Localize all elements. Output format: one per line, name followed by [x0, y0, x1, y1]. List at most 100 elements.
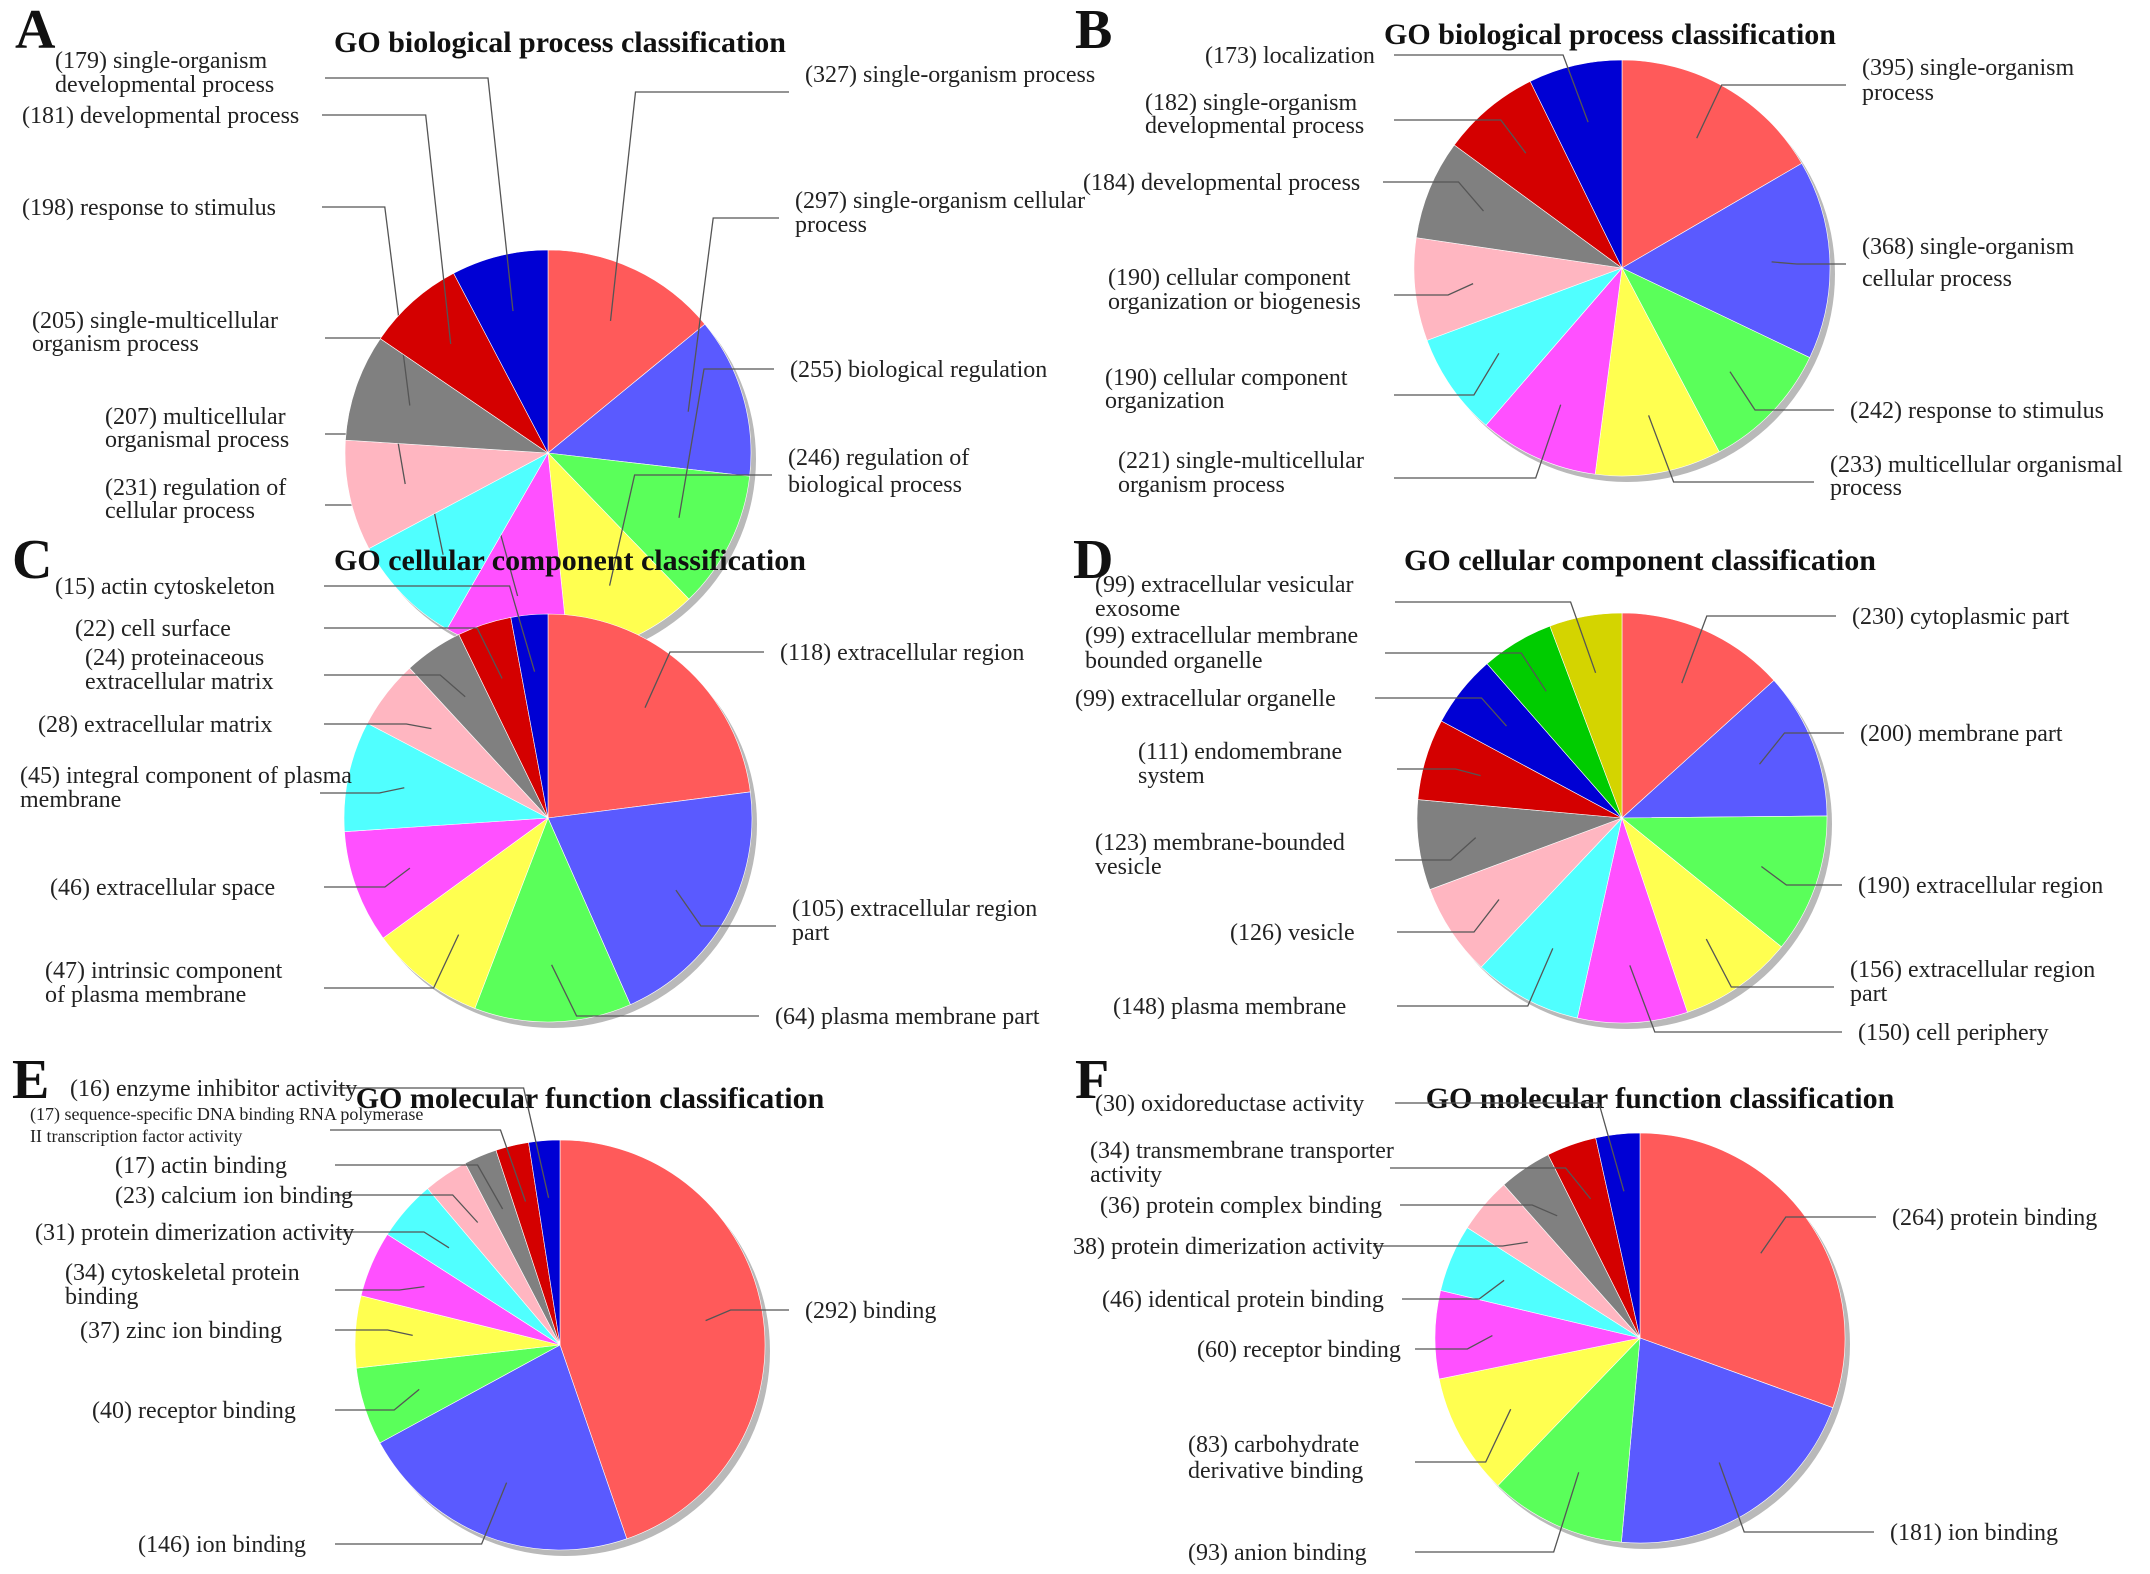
pie-slice [547, 249, 706, 454]
chart-title: GO biological process classification [1384, 18, 1836, 51]
slice-label: (64) plasma membrane part [775, 1004, 1040, 1030]
leader-line [324, 723, 432, 730]
panel-letter: C [12, 529, 52, 591]
slice-label: (16) enzyme inhibitor activity [70, 1076, 357, 1102]
slice-label: (15) actin cytoskeleton [55, 574, 275, 600]
leader-line [1718, 1462, 1874, 1533]
pie-slice [1453, 80, 1623, 269]
leader-line [1390, 1167, 1592, 1200]
leader-line [1397, 768, 1481, 777]
leader-line [608, 474, 772, 586]
pie-slice [547, 791, 753, 1006]
leader-line [1705, 938, 1834, 988]
pie-slice [547, 613, 751, 819]
leader-line [1415, 1335, 1493, 1350]
slice-label: (36) protein complex binding [1100, 1193, 1382, 1219]
leader-line [1758, 732, 1844, 765]
pie-slice [379, 272, 549, 454]
pie-slice [1438, 1337, 1641, 1487]
leader-line [675, 889, 776, 927]
leader-line [1395, 837, 1477, 861]
leader-line [320, 787, 405, 794]
leader-line [324, 585, 536, 672]
slice-label: (292) binding [805, 1298, 936, 1324]
leader-line [1397, 899, 1500, 933]
pie-slice [547, 452, 750, 600]
leader-line [1400, 1204, 1558, 1217]
pie-slice [510, 613, 549, 819]
slice-label: (126) vesicle [1230, 920, 1355, 946]
pie-slice [1595, 1132, 1641, 1339]
slice-label: (173) localization [1205, 43, 1375, 69]
leader-line [324, 934, 460, 989]
slice-label: (40) receptor binding [92, 1398, 296, 1424]
leader-line [1760, 1216, 1876, 1254]
leader-line [324, 867, 411, 888]
pie-slice [1549, 612, 1623, 819]
slice-label: 38) protein dimerization activity [1073, 1234, 1384, 1260]
leader-line [324, 674, 466, 698]
leader-line [644, 651, 764, 708]
slice-label: (230) cytoplasmic part [1852, 604, 2070, 630]
pie-slice [344, 439, 550, 549]
slice-label: (146) ion binding [138, 1532, 306, 1558]
pie-slice [528, 1139, 561, 1346]
leader-line [687, 217, 779, 412]
leader-line [1375, 697, 1507, 727]
slice-label: (118) extracellular region [780, 640, 1024, 666]
pie-slice [1621, 59, 1803, 269]
leader-line [1394, 119, 1527, 154]
slice-label: (181) developmental process [22, 103, 299, 129]
slice-label: (93) anion binding [1188, 1540, 1367, 1566]
chart-title: GO biological process classification [334, 26, 786, 59]
slice-label: (46) extracellular space [50, 875, 275, 901]
pie-slice [1621, 817, 1782, 1013]
pie-slice [1621, 162, 1831, 358]
slice-label: (148) plasma membrane [1113, 994, 1346, 1020]
leader-line [1373, 1241, 1528, 1247]
panel-letter: D [1073, 529, 1113, 591]
leader-line [335, 1482, 508, 1545]
leader-line [1394, 404, 1562, 479]
pie-slice [559, 1139, 766, 1540]
leader-line [1385, 652, 1547, 692]
leader-line [1647, 415, 1814, 483]
leader-line [609, 91, 789, 321]
slice-label: (23) calcium ion binding [115, 1183, 353, 1209]
pie-slice [474, 817, 631, 1023]
leader-line [325, 77, 514, 312]
slice-label: (17) sequence-specific DNA binding RNA p… [30, 1104, 423, 1146]
slice-label: (150) cell periphery [1858, 1020, 2049, 1046]
pie-slice [368, 452, 549, 630]
leader-line [1394, 283, 1474, 296]
leader-line [1629, 965, 1842, 1033]
leader-line [678, 368, 774, 518]
pie-slice [1415, 144, 1623, 269]
slice-label: (31) protein dimerization activity [35, 1220, 354, 1246]
leader-line [1415, 1408, 1512, 1463]
slice-label: (17) actin binding [115, 1153, 287, 1179]
leader-line [1395, 1102, 1625, 1192]
slice-label: (181) ion binding [1890, 1520, 2058, 1546]
leader-line [322, 114, 452, 344]
leader-line [1415, 1472, 1580, 1553]
leader-line [1761, 865, 1842, 886]
leader-line [551, 964, 759, 1017]
slice-label: (99) extracellular organelle [1075, 686, 1336, 712]
